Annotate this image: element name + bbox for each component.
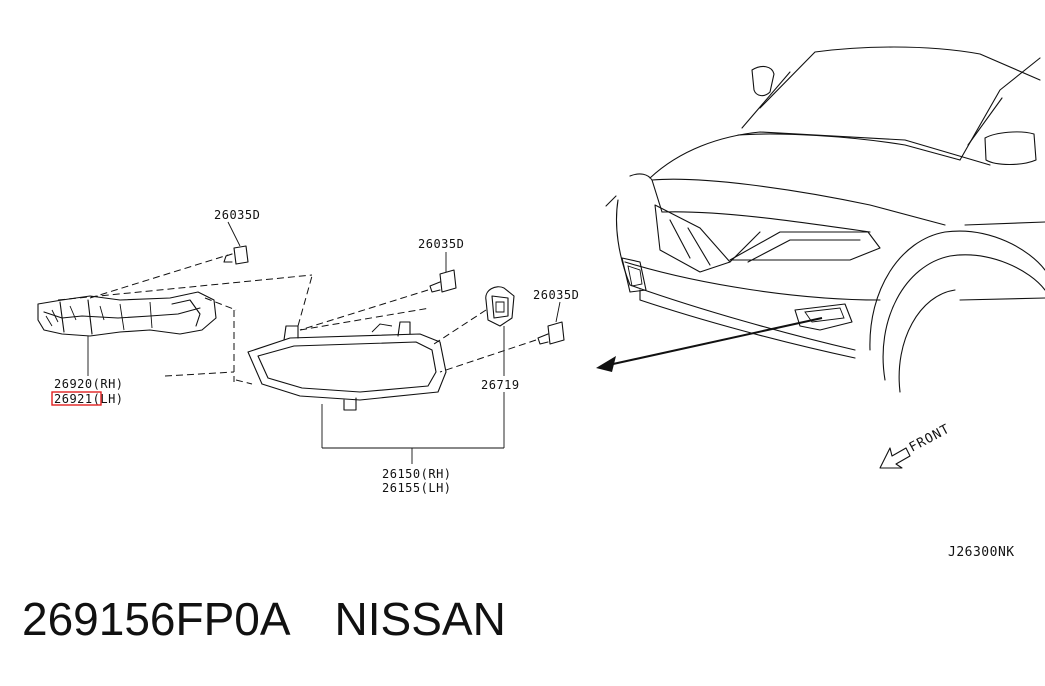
part-number: 269156FP0A — [22, 593, 291, 645]
front-label: FRONT — [907, 422, 953, 456]
diagram-code: J26300NK — [948, 545, 1015, 560]
lamp-lh-label: 26155(LH) — [382, 481, 452, 495]
bracket-assembly — [37, 254, 313, 382]
car-illustration — [596, 46, 1045, 393]
bolt-bracket-label: 26035D — [214, 208, 260, 222]
brand-name: NISSAN — [334, 593, 506, 645]
highlight-box — [51, 391, 102, 406]
bolt-icon — [223, 221, 249, 265]
front-arrow-icon — [879, 447, 911, 469]
bolt-lamp-label: 26035D — [418, 237, 464, 251]
bolt-icon — [439, 301, 565, 373]
bulb-label: 26719 — [481, 378, 520, 392]
bracket-lh-label: 26921(LH) — [54, 392, 124, 406]
bottom-caption: 269156FP0A NISSAN — [22, 596, 506, 642]
bolt-icon — [299, 252, 457, 331]
bulb-icon — [433, 286, 515, 376]
fog-lamp-assembly — [235, 275, 505, 464]
bracket-rh-label: 26920(RH) — [54, 377, 124, 391]
bolt-right-label: 26035D — [533, 288, 579, 302]
lamp-rh-label: 26150(RH) — [382, 467, 452, 481]
